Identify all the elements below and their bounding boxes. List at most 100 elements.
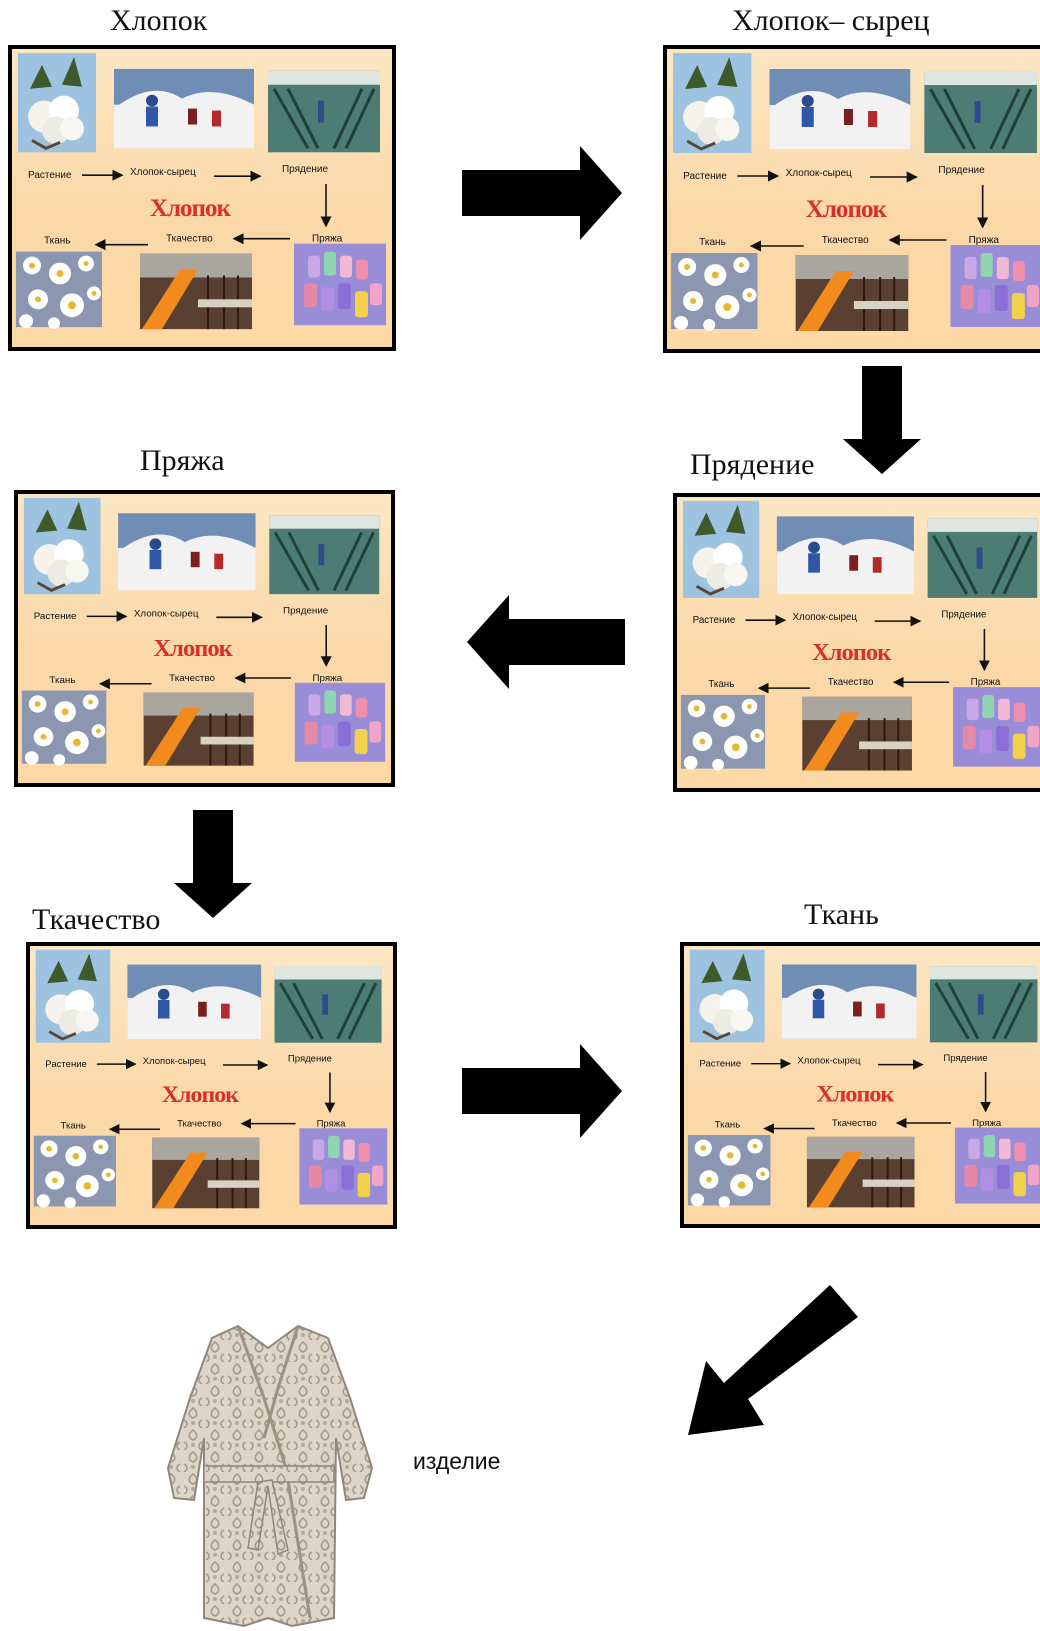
spinning-mill-image (268, 70, 380, 153)
label-plant: Растение (699, 1058, 741, 1069)
label-raw-cotton: Хлопок-сырец (797, 1055, 861, 1066)
label-weaving: Ткачество (828, 677, 874, 688)
slide-yarn: Растение Хлопок-сырец Прядение Хлопок Пр… (14, 490, 395, 787)
caption-spinning: Прядение (690, 448, 815, 481)
slide-raw-cotton: Растение Хлопок-сырец Прядение Хлопок Пр… (663, 45, 1040, 353)
label-plant: Растение (45, 1058, 87, 1069)
slide-title: Хлопок (162, 1083, 240, 1109)
label-fabric: Ткань (708, 679, 734, 690)
spinning-mill-image (274, 966, 382, 1043)
slide-spinning: Растение Хлопок-сырец Прядение Хлопок Пр… (673, 493, 1040, 792)
yarn-spools-image (953, 687, 1040, 767)
slide-content: Растение Хлопок-сырец Прядение Хлопок Пр… (680, 500, 1040, 771)
label-raw-cotton: Хлопок-сырец (793, 612, 858, 623)
slide-title: Хлопок (817, 1082, 895, 1108)
label-spinning: Прядение (288, 1052, 332, 1063)
fabric-image (33, 1135, 116, 1209)
weaving-loom-image (143, 692, 254, 766)
caption-fabric: Ткань (804, 898, 879, 931)
label-yarn: Пряжа (312, 673, 342, 684)
label-weaving: Ткачество (832, 1117, 877, 1128)
label-spinning: Прядение (943, 1052, 987, 1063)
label-raw-cotton: Хлопок-сырец (134, 608, 199, 619)
caption-weaving: Ткачество (32, 903, 161, 936)
label-spinning: Прядение (282, 164, 329, 175)
label-fabric: Ткань (699, 237, 726, 248)
label-yarn: Пряжа (971, 677, 1001, 688)
label-fabric: Ткань (715, 1119, 741, 1130)
caption-product: изделие (413, 1448, 501, 1474)
slide-weaving: Растение Хлопок-сырец Прядение Хлопок Пр… (26, 942, 397, 1229)
raw-cotton-harvest-image (769, 69, 911, 149)
cotton-boll-image (23, 497, 101, 595)
yarn-spools-image (294, 682, 386, 762)
label-raw-cotton: Хлопок-сырец (130, 167, 196, 178)
caption-cotton: Хлопок (110, 4, 208, 37)
fabric-image (680, 694, 766, 771)
caption-raw-cotton: Хлопок– сырец (732, 4, 930, 37)
slide-fabric: Растение Хлопок-сырец Прядение Хлопок Пр… (680, 942, 1040, 1228)
fabric-image (21, 690, 107, 766)
yarn-spools-image (950, 245, 1040, 327)
label-weaving: Ткачество (166, 234, 213, 245)
arrow-diagonal (688, 1285, 858, 1435)
slide-title: Хлопок (153, 635, 232, 662)
slide-content: Растение Хлопок-сырец Прядение Хлопок Пр… (33, 949, 388, 1209)
weaving-loom-image (152, 1137, 260, 1209)
cotton-boll-image (682, 500, 760, 598)
raw-cotton-harvest-image (776, 516, 914, 594)
label-plant: Растение (693, 615, 736, 626)
label-weaving: Ткачество (177, 1118, 222, 1129)
yarn-spools-image (954, 1127, 1040, 1204)
slide-title: Хлопок (812, 639, 891, 666)
label-yarn: Пряжа (972, 1117, 1002, 1128)
spinning-mill-image (269, 515, 380, 595)
arrow-right-2 (462, 1044, 622, 1138)
label-weaving: Ткачество (822, 235, 869, 246)
spinning-mill-image (927, 518, 1038, 598)
label-spinning: Прядение (938, 165, 985, 176)
cotton-boll-image (35, 949, 111, 1043)
label-spinning: Прядение (941, 609, 986, 620)
slide-title: Хлопок (806, 196, 888, 223)
slide-title: Хлопок (150, 195, 232, 222)
label-raw-cotton: Хлопок-сырец (143, 1055, 206, 1066)
weaving-loom-image (795, 255, 909, 331)
slide-content: Растение Хлопок-сырец Прядение Хлопок Пр… (687, 949, 1040, 1208)
cotton-boll-image (673, 53, 752, 153)
fabric-image (687, 1135, 771, 1208)
label-fabric: Ткань (44, 236, 71, 247)
raw-cotton-harvest-image (127, 964, 262, 1039)
label-plant: Растение (34, 611, 77, 622)
bathrobe-icon (166, 1324, 374, 1628)
raw-cotton-harvest-image (114, 68, 254, 149)
yarn-spools-image (294, 243, 386, 326)
label-fabric: Ткань (61, 1119, 86, 1130)
label-fabric: Ткань (49, 675, 75, 686)
label-yarn: Пряжа (969, 235, 1000, 246)
fabric-image (671, 253, 758, 331)
fabric-image (16, 251, 102, 330)
caption-yarn: Пряжа (140, 444, 225, 477)
arrow-down-1 (843, 366, 921, 474)
slide-content: Растение Хлопок-сырец Прядение Хлопок Пр… (21, 497, 386, 766)
cotton-boll-image (689, 949, 765, 1043)
spinning-mill-image (924, 71, 1037, 153)
arrow-down-2 (174, 810, 252, 918)
label-plant: Растение (683, 171, 727, 182)
slide-content: Растение Хлопок-сырец Прядение Хлопок Пр… (16, 52, 386, 330)
label-weaving: Ткачество (169, 673, 215, 684)
slide-cotton: Растение Хлопок-сырец Прядение Хлопок Пр… (8, 45, 396, 351)
label-spinning: Прядение (283, 606, 328, 617)
weaving-loom-image (802, 696, 912, 771)
label-yarn: Пряжа (317, 1118, 347, 1129)
weaving-loom-image (140, 253, 252, 330)
spinning-mill-image (929, 966, 1038, 1043)
label-plant: Растение (28, 170, 72, 181)
raw-cotton-harvest-image (781, 964, 917, 1039)
raw-cotton-harvest-image (118, 513, 256, 591)
weaving-loom-image (806, 1136, 915, 1208)
arrow-left-1 (467, 595, 625, 689)
cotton-boll-image (18, 52, 96, 153)
label-raw-cotton: Хлопок-сырец (786, 168, 852, 179)
